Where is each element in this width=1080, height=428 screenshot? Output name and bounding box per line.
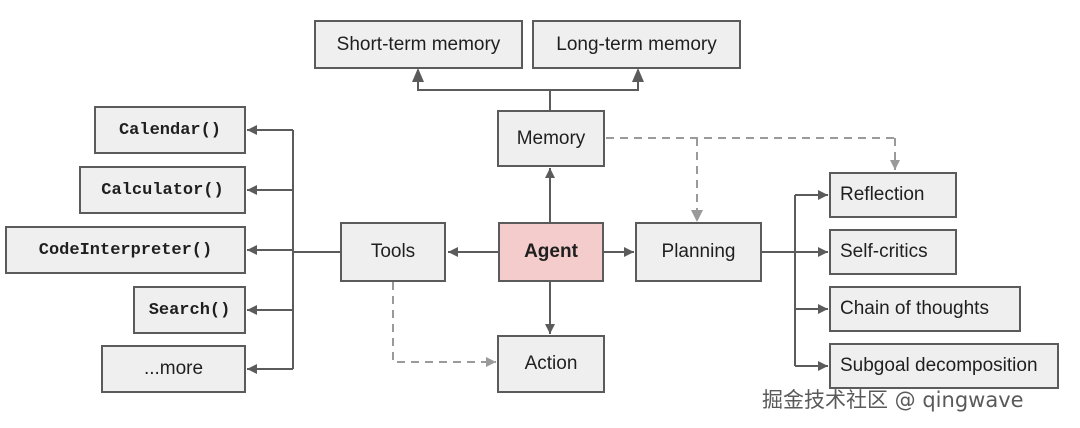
- edge-planning-bus: [762, 195, 796, 366]
- subgoal-decomposition-node: Subgoal decomposition: [829, 343, 1059, 389]
- edge-memory-split: [417, 70, 639, 110]
- arrowhead-planning-dashed: [691, 210, 703, 222]
- watermark-text: 掘金技术社区 @ qingwave: [762, 388, 1024, 412]
- self-critics-node: Self-critics: [829, 229, 957, 275]
- arrowhead-short-term: [412, 68, 424, 82]
- edge-memory-dashed: [606, 137, 895, 220]
- short-term-memory-node: Short-term memory: [314, 20, 523, 69]
- chain-of-thoughts-node: Chain of thoughts: [829, 286, 1021, 332]
- memory-node: Memory: [497, 110, 605, 167]
- long-term-memory-node: Long-term memory: [532, 20, 741, 69]
- agent-node: Agent: [498, 222, 604, 282]
- edge-tools-action-dashed: [392, 282, 496, 367]
- code-interpreter-tool-node: CodeInterpreter(): [5, 226, 246, 274]
- reflection-node: Reflection: [829, 172, 957, 218]
- edge-tools-bus: [292, 130, 340, 369]
- calculator-tool-node: Calculator(): [79, 166, 246, 214]
- planning-node: Planning: [635, 222, 762, 282]
- action-node: Action: [497, 335, 605, 393]
- calendar-tool-node: Calendar(): [94, 106, 246, 154]
- search-tool-node: Search(): [133, 286, 246, 334]
- more-tools-node: ...more: [101, 345, 246, 393]
- arrowhead-long-term: [632, 68, 644, 82]
- tools-node: Tools: [340, 222, 446, 282]
